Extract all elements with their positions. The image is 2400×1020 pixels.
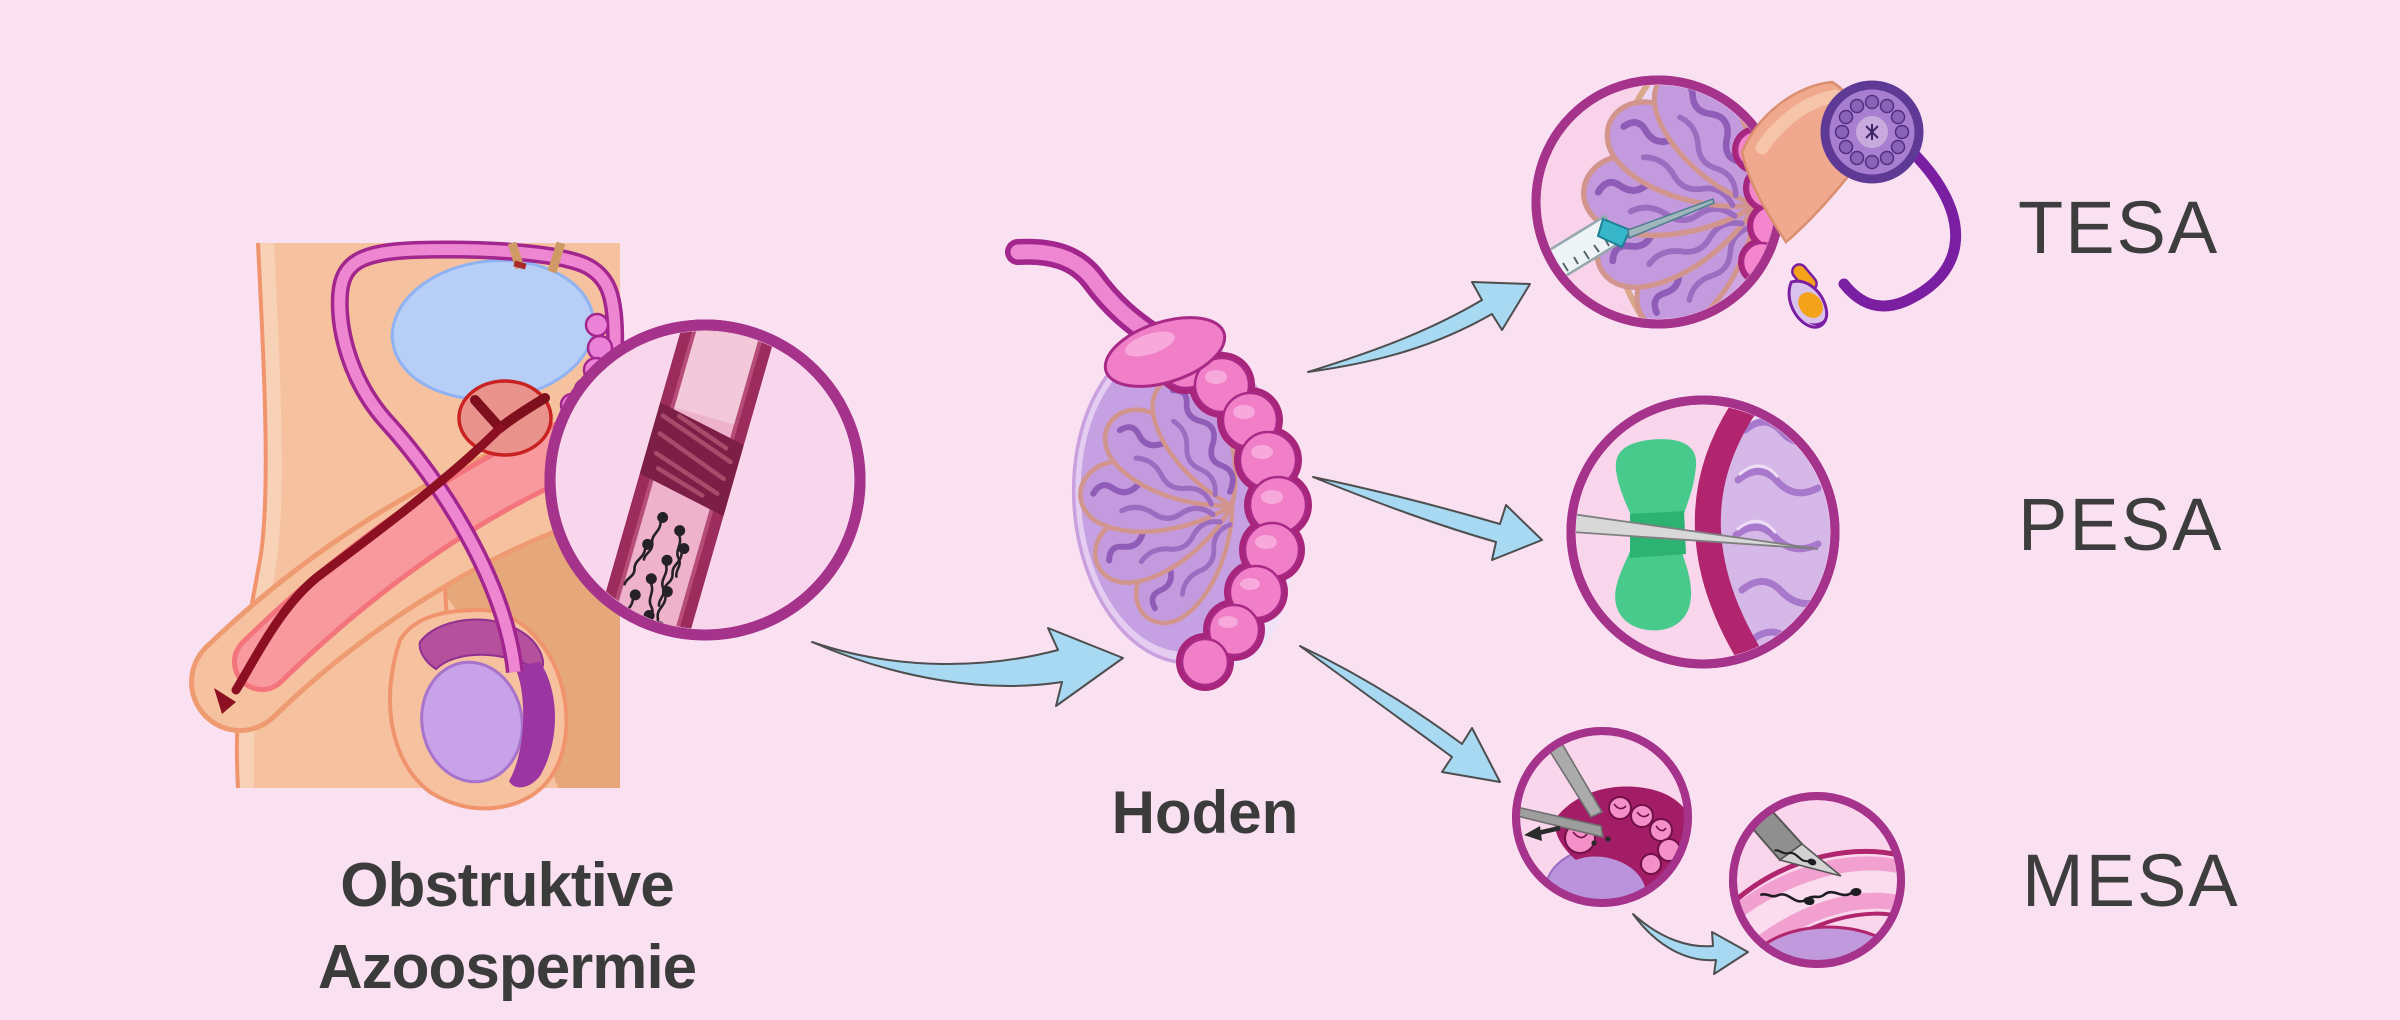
mesa-incision-illustration [1512, 727, 1692, 907]
duct-blockage [639, 402, 744, 517]
testis-mass [1744, 925, 1899, 962]
probe-icon [1518, 804, 1605, 839]
tubule-lumen [1735, 870, 1899, 944]
technique-label-pesa: PESA [2018, 483, 2224, 566]
flow-arrow-mesa [1299, 645, 1501, 783]
flow-arrow-main [811, 627, 1124, 707]
epididymis-head [1103, 316, 1227, 388]
mesa-aspiration-illustration [1729, 792, 1905, 968]
flow-arrow-tesa [1307, 281, 1531, 373]
vas-deferens [330, 240, 625, 673]
penis [189, 418, 636, 733]
ureters [507, 241, 566, 274]
tubule-cross-section [1820, 80, 1924, 184]
pesa-illustration [1566, 395, 1840, 669]
skin-layer [1694, 405, 1771, 659]
blockage-fibers [653, 413, 733, 498]
flow-arrow-pesa [1312, 476, 1543, 561]
organ-label: Hoden [1111, 779, 1299, 846]
testicle [420, 660, 524, 784]
epididymis [1103, 316, 1312, 691]
microscissors-icon [1539, 733, 1604, 819]
technique-label-mesa: MESA [2022, 839, 2240, 922]
condition-caption-line2: Azoospermie [317, 933, 697, 1002]
direction-arrow-icon [1524, 825, 1561, 841]
scrotum [388, 607, 569, 811]
condition-caption: Obstruktive Azoospermie [187, 845, 827, 1009]
pesa-needle-icon [1576, 512, 1819, 550]
tesa-illustration [1531, 75, 1962, 329]
flow-arrow-mesa-detail [1632, 913, 1749, 975]
urethra [214, 423, 505, 714]
testis-illustration [1005, 238, 1312, 691]
sperm-cell [1787, 263, 1829, 329]
prostate [457, 379, 553, 457]
sperm-tail-tube [1838, 142, 1962, 312]
pelvis-anatomy-illustration [189, 240, 636, 811]
technique-label-tesa: TESA [2018, 186, 2220, 269]
condition-caption-line1: Obstruktive [340, 851, 675, 920]
epididymis-tail [509, 662, 555, 788]
magnifier-blocked-duct [544, 319, 866, 641]
